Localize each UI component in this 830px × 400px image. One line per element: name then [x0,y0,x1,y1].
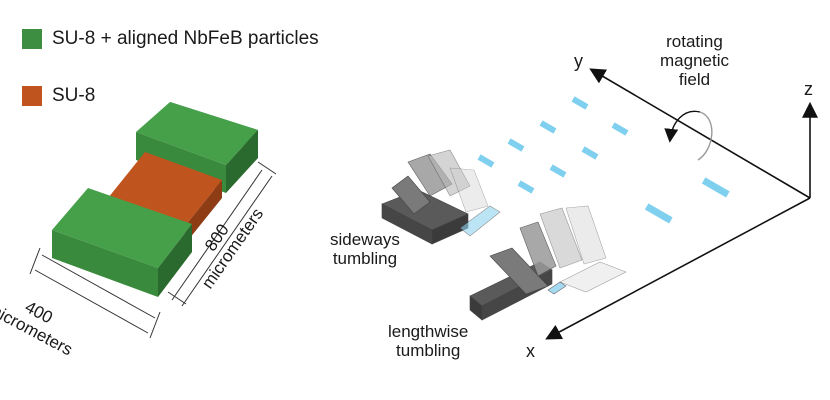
track-dash [581,146,599,160]
track-dash [701,177,730,198]
track-dash [611,122,629,136]
field-label: rotating magnetic field [660,32,729,89]
width-dimension-lines [29,247,161,339]
track-dash [571,96,589,110]
lengthwise-line2: tumbling [396,341,461,360]
sideways-label: sideways tumbling [330,230,400,268]
sideways-robot [381,149,501,245]
track-dash [517,180,535,194]
axis-label-y: y [574,51,583,71]
rotation-arrow-icon [664,110,713,161]
device-illustration [29,102,277,339]
lengthwise-robot [469,205,627,321]
legend-item-su8: SU-8 [22,85,95,107]
lengthwise-label: lengthwise tumbling [388,322,468,360]
x-axis-line [545,197,811,340]
legend-item-magnetic: SU-8 + aligned NbFeB particles [22,28,319,50]
front-magnetic-block [52,188,192,297]
axis-label-z: z [804,79,813,99]
track-dashes [477,96,730,224]
y-axis-line [589,68,811,199]
track-dash [539,120,557,134]
track-dash [644,203,673,224]
field-line2: magnetic [660,51,729,70]
track-dash [549,164,567,178]
legend-swatch-orange [22,86,42,106]
lengthwise-line1: lengthwise [388,322,469,341]
legend-label-su8: SU-8 [52,85,96,106]
track-dash [477,154,495,168]
axis-label-x: x [526,341,535,361]
field-line3: field [678,70,711,89]
coordinate-axes [545,68,818,340]
sideways-line2: tumbling [332,249,398,268]
track-dash [507,138,525,152]
length-dimension-lines [167,161,277,307]
legend-swatch-green [22,29,42,49]
sideways-line1: sideways [330,230,400,249]
legend-label-magnetic: SU-8 + aligned NbFeB particles [52,28,319,49]
field-line1: rotating [666,32,723,51]
